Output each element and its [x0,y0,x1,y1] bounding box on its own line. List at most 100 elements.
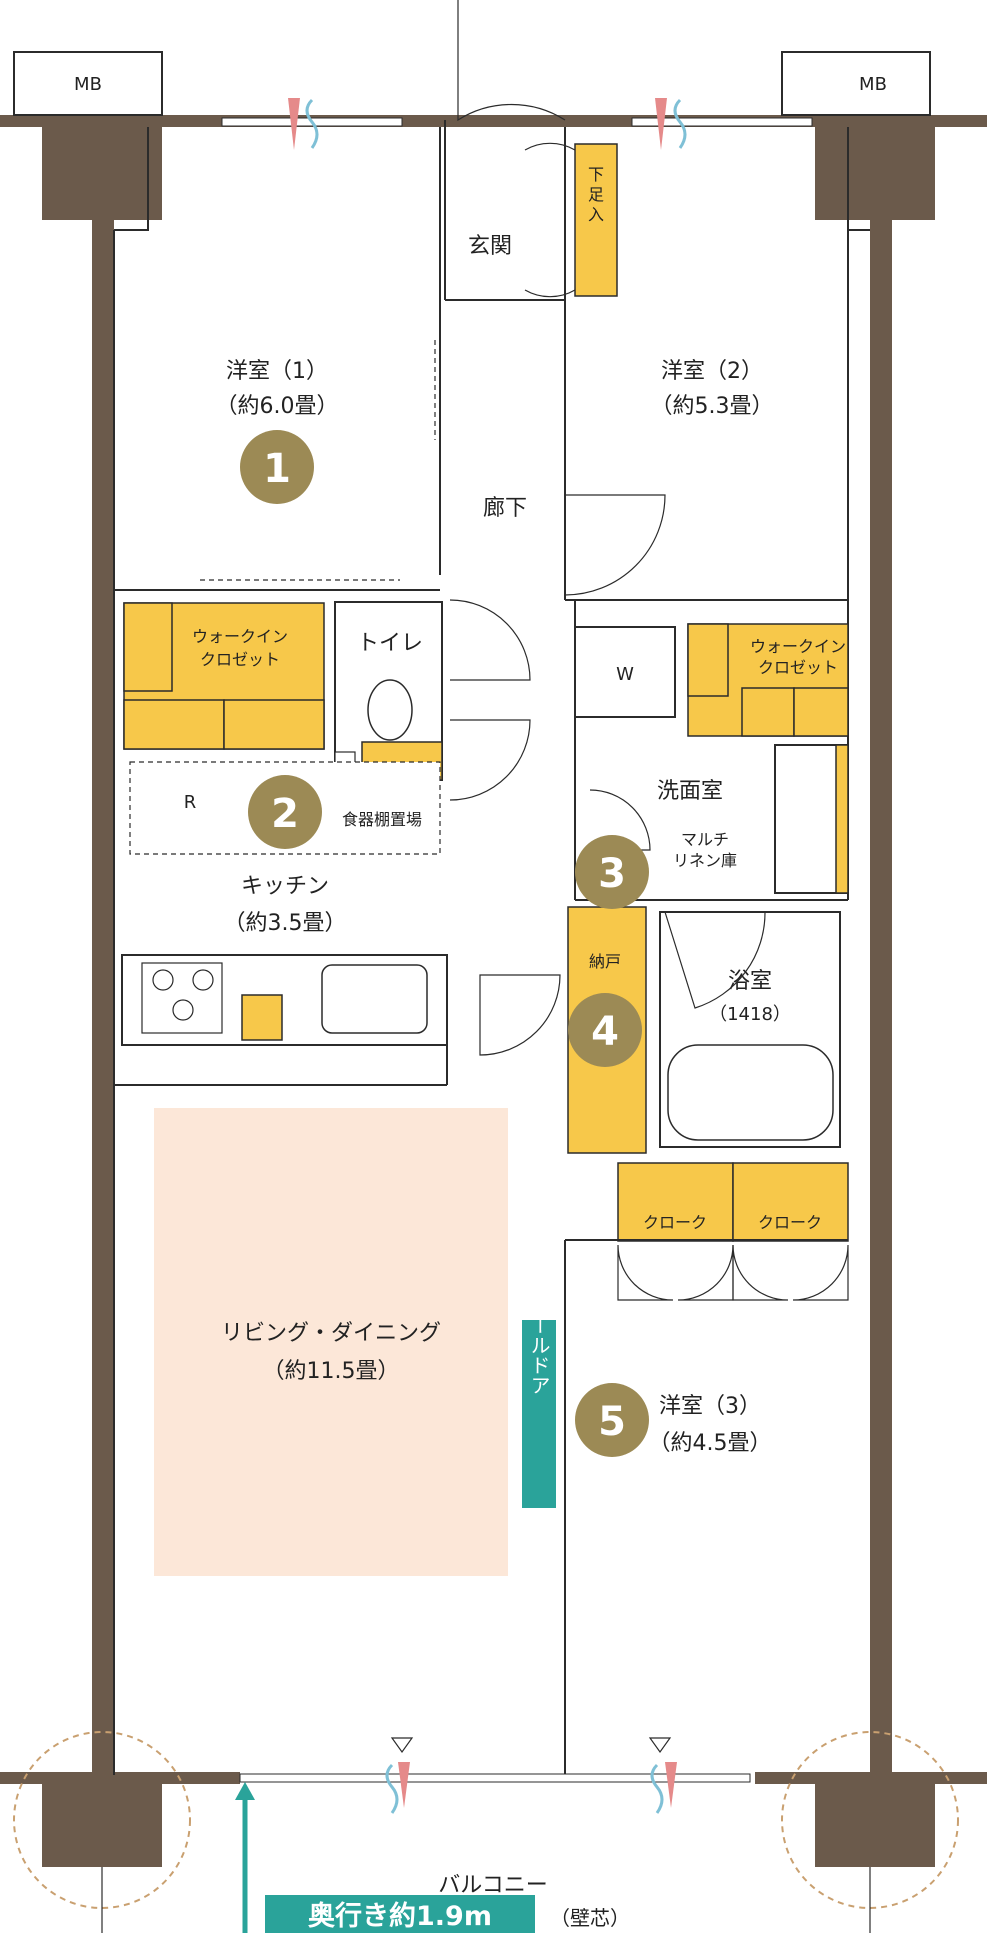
wic1-label-2: クロゼット [200,650,280,669]
multi-label-1: マルチ [681,830,729,849]
rouka-label: 廊下 [483,496,527,521]
wall-door-label: ウォールドア [527,1275,551,1395]
washroom-door [589,789,651,851]
left-bottom-column [42,1775,162,1867]
room3-name: 洋室（3） [659,1394,761,1419]
living-floor [154,1108,508,1576]
shoe-door-1 [524,142,576,151]
room2-door [564,494,666,596]
wic1-label-1: ウォークイン [192,627,288,646]
hall-door [449,719,531,801]
cloak1-label: クローク [643,1213,707,1232]
badge-4: 4 [568,993,642,1067]
bathtub [667,1044,834,1141]
kitchen-size: （約3.5畳） [224,911,347,936]
shoe-door-2 [524,289,576,298]
badge-2: 2 [248,775,322,849]
room1-name: 洋室（1） [226,359,328,384]
depth-badge [265,1895,535,1933]
depth-note: （壁芯） [550,1906,630,1930]
depth-label: 奥行き約1.9m [308,1900,492,1932]
wic2-shelf [687,623,729,697]
nando-door [479,974,561,1056]
kitchen-yellow-box [241,994,283,1041]
room2-size: （約5.3畳） [651,394,774,419]
washer-space [574,626,676,718]
cloak1-door-b [677,1244,734,1301]
wic2-label-1: ウォークイン [750,637,846,656]
svg-text:1: 1 [263,446,291,492]
cloak2-door-b [792,1244,849,1301]
vent-icon-top-right [655,98,687,150]
mb-label-left: MB [74,74,102,95]
vent-icon-top-left [288,98,319,150]
room1-corner [114,127,149,231]
bottom-wall-right [755,1772,987,1784]
wic1-shelf [123,602,173,692]
svg-text:3: 3 [598,851,626,897]
mb-label-right: MB [859,74,887,95]
vent-icon-bottom-right [648,1737,677,1814]
toilet-label: トイレ [357,631,423,656]
wic1-drawer-b [223,699,325,750]
bath-label: 浴室 [728,969,772,994]
wall-door-badge [522,1320,556,1508]
vanity-strip [835,744,849,894]
kitchen-name: キッチン [241,874,329,899]
svg-text:5: 5 [598,1399,626,1445]
wic2-drawer-b [793,687,849,737]
senmen-label: 洗面室 [657,779,723,804]
cloak2-door [732,1244,789,1301]
left-wall-upper [92,115,114,775]
shoe-storage [574,143,618,297]
column-highlight-left [13,1731,191,1909]
burner-icon-1 [152,969,174,991]
bottom-wall-left [0,1772,240,1784]
badge-5: 5 [575,1383,649,1457]
toilet-door [449,599,531,681]
column-highlight-right [781,1731,959,1909]
room3-size: （約4.5畳） [649,1431,772,1456]
depth-arrow-head [235,1782,255,1800]
svg-text:4: 4 [591,1009,619,1055]
burner-icon-3 [172,999,194,1021]
stove [141,962,223,1034]
svg-text:2: 2 [271,791,299,837]
washer-label: W [616,664,634,685]
living-name: リビング・ダイニング [221,1321,441,1346]
fridge-label: R [184,792,197,813]
genkan-label: 玄関 [468,234,512,259]
badge-1: 1 [240,430,314,504]
cloak2-label: クローク [758,1213,822,1232]
nando-label: 納戸 [589,952,621,971]
room2-name: 洋室（2） [661,359,763,384]
left-wall-lower [92,775,114,1780]
entrance-door [457,0,566,122]
balcony-window [239,1773,751,1783]
wic1-drawer-a [123,699,225,750]
room1-size: （約6.0畳） [216,394,339,419]
bath-door [664,911,766,1009]
burner-icon-2 [192,969,214,991]
cloak1 [617,1162,734,1242]
multi-label-2: リネン庫 [673,851,737,870]
shokki-label: 食器棚置場 [342,810,422,829]
cloak2 [732,1162,849,1242]
shoe-storage-label: 下足入 [588,165,604,224]
balcony-label: バルコニー [438,1873,548,1898]
right-bottom-column [815,1775,935,1867]
window-room2 [631,117,813,127]
living-size: （約11.5畳） [263,1359,400,1384]
cloak1-door [617,1244,674,1301]
vent-icon-bottom-left [385,1737,414,1814]
badge-3: 3 [575,835,649,909]
toilet-bowl [367,679,413,741]
bath-size: （1418） [709,1004,791,1025]
right-wall [870,115,892,1780]
mb-box-left [13,51,163,116]
wic2-drawer-a [741,687,795,737]
mb-box-right [781,51,931,116]
sink [321,964,428,1034]
wic2-label-2: クロゼット [758,658,838,677]
